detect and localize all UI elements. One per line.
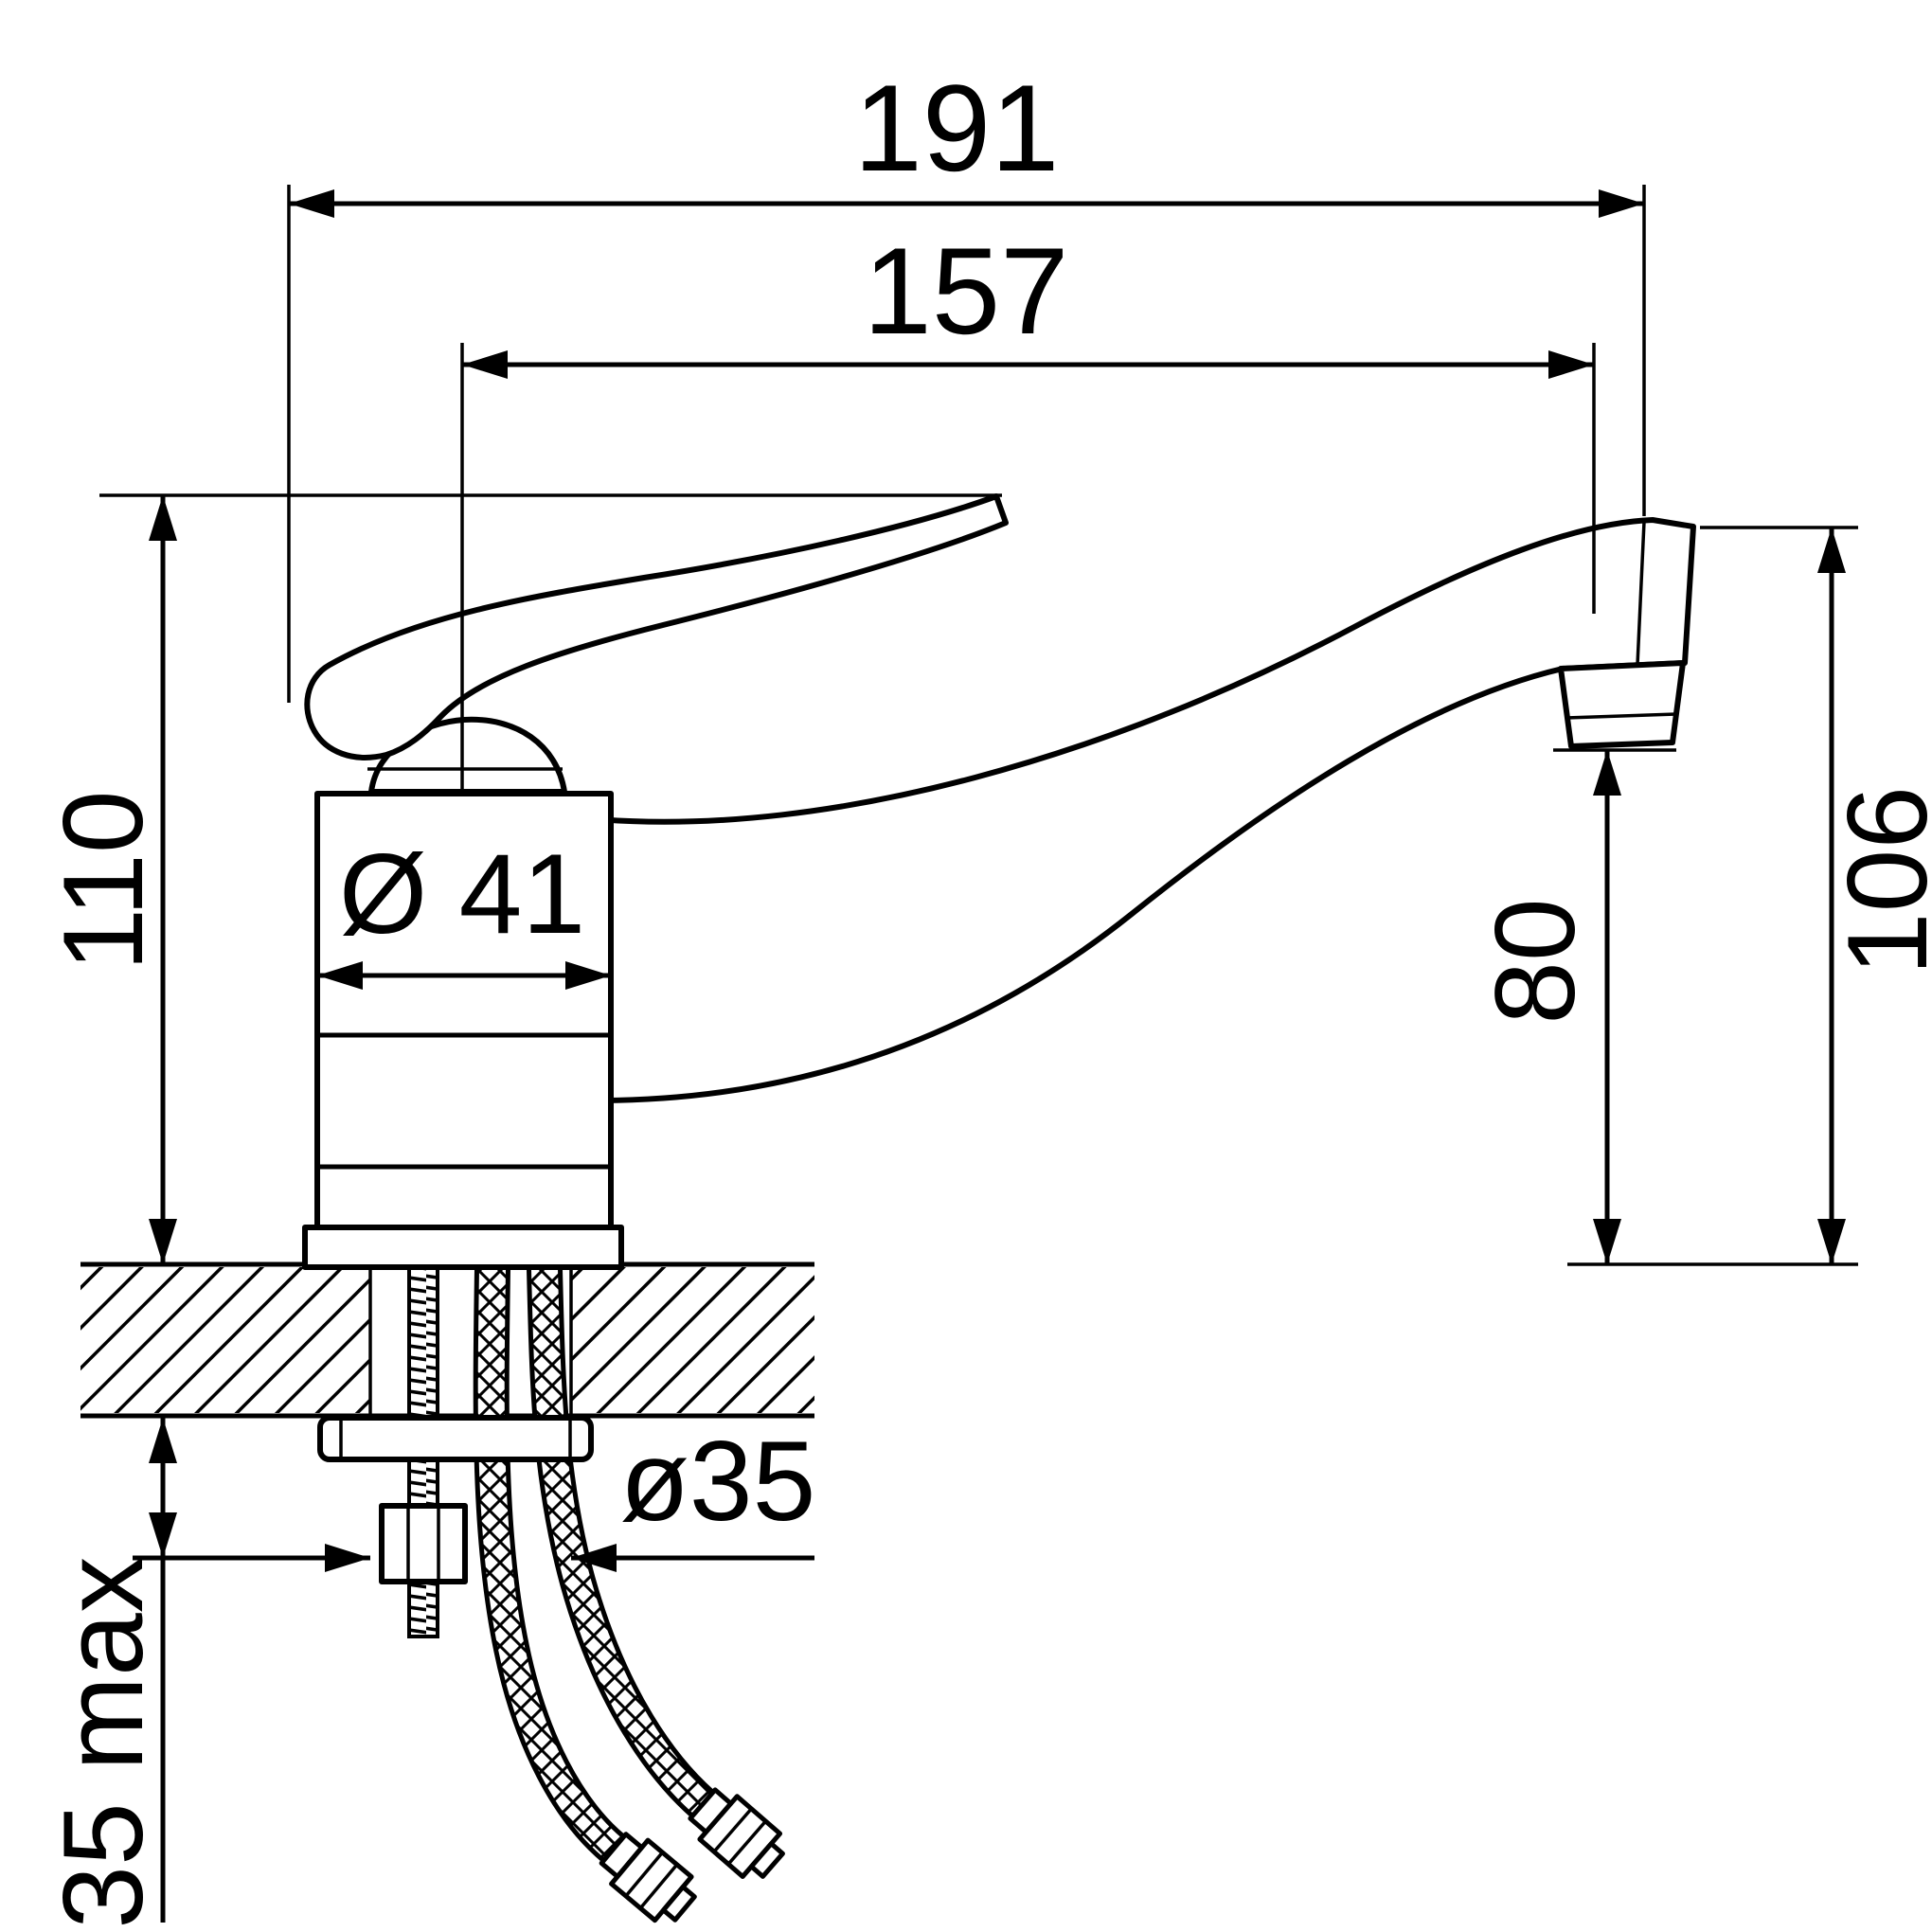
fitting-facet-line: [726, 1819, 767, 1866]
mounting-nut: [379, 1503, 468, 1584]
aerator: [1558, 660, 1686, 749]
faucet: [302, 493, 1696, 1270]
lever-handle: [304, 493, 1009, 760]
flexible-hose-right: [527, 1268, 785, 1879]
dimension-layer: 191 157 110 Ø 41 106: [40, 59, 1932, 1929]
fitting-facet-line: [624, 1851, 664, 1898]
dimension-max-thickness: 35 max: [40, 1418, 177, 1929]
hose-right-fitting: [688, 1787, 785, 1879]
dimension-spout-end-height: 106: [1567, 526, 1932, 1266]
dimension-outlet-height: 80: [1472, 748, 1676, 1264]
dim-41-label: Ø 41: [339, 831, 585, 957]
countertop-hatch-right: [571, 1267, 814, 1413]
dim-157-label: 157: [864, 222, 1069, 360]
fitting-tip: [661, 1884, 697, 1923]
dim-35max-label: 35 max: [40, 1556, 167, 1929]
aerator-rim-line: [1565, 712, 1677, 720]
dimension-spout-reach: 157: [460, 222, 1596, 794]
countertop-hatch-left: [80, 1267, 370, 1413]
hose-left-braid: [477, 1268, 623, 1859]
faucet-body: [314, 791, 614, 1230]
spout-end-bevel-line: [1636, 521, 1646, 666]
hose-right-braid: [531, 1268, 712, 1815]
under-counter-assembly: [317, 1265, 785, 1923]
dim-80-label: 80: [1472, 898, 1599, 1024]
dim-110-label: 110: [40, 790, 167, 971]
countertop-section: [80, 1261, 814, 1419]
mounting-washer: [317, 1415, 594, 1462]
base-flange: [302, 1225, 624, 1270]
dimension-body-diameter: Ø 41: [317, 831, 611, 990]
dim-191-label: 191: [854, 59, 1060, 197]
flexible-hose-left: [473, 1268, 697, 1923]
fitting-facet-line: [638, 1863, 679, 1909]
dim-106-label: 106: [1824, 786, 1932, 975]
hose-left-fitting: [599, 1832, 697, 1923]
fitting-facet-line: [712, 1807, 753, 1853]
fitting-tip: [748, 1841, 785, 1879]
dimension-overall-width: 191: [287, 59, 1646, 703]
dimension-hole-diameter: ø35: [133, 1418, 816, 1572]
dim-35-label: ø35: [620, 1418, 816, 1545]
dimension-body-height: 110: [40, 493, 1002, 1264]
